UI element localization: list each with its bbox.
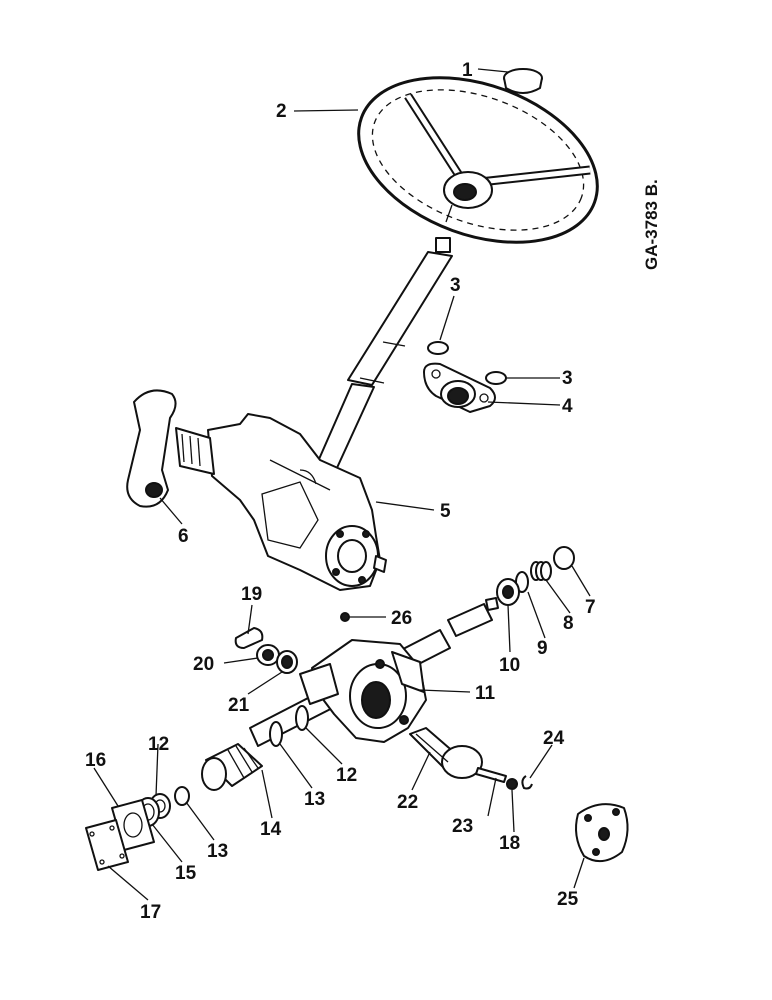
part-lock-tab bbox=[234, 627, 264, 649]
callout-8: 8 bbox=[563, 613, 574, 634]
drawing-code: GA-3783 B. bbox=[642, 179, 661, 270]
part-pitman-arm bbox=[126, 389, 177, 508]
callout-26: 26 bbox=[391, 608, 412, 629]
callout-18: 18 bbox=[499, 833, 520, 854]
part-column-bracket bbox=[423, 341, 507, 413]
callout-21: 21 bbox=[228, 695, 250, 716]
part-bearing-balls-upper bbox=[269, 721, 283, 747]
callout-12-right: 12 bbox=[336, 765, 357, 786]
part-locknut bbox=[506, 778, 518, 790]
callout-24: 24 bbox=[543, 728, 565, 749]
part-spring bbox=[530, 561, 552, 581]
part-steering-gear-box bbox=[175, 413, 387, 591]
part-end-cover bbox=[85, 819, 129, 871]
part-side-cover bbox=[575, 803, 629, 863]
callout-20: 20 bbox=[193, 654, 214, 675]
part-steering-column bbox=[315, 237, 453, 471]
callout-23: 23 bbox=[452, 816, 473, 837]
callout-labels: 1 2 3 3 4 5 6 7 8 9 10 11 12 12 13 13 14… bbox=[85, 60, 596, 923]
callout-12-left: 12 bbox=[148, 734, 169, 755]
part-retaining-ring bbox=[521, 775, 533, 790]
leader-lines bbox=[93, 68, 591, 901]
callout-15: 15 bbox=[175, 863, 197, 884]
callout-13-left: 13 bbox=[207, 841, 228, 862]
callout-7: 7 bbox=[585, 597, 596, 618]
callout-1: 1 bbox=[462, 60, 473, 81]
callout-14: 14 bbox=[260, 819, 282, 840]
part-bearing-race-upper bbox=[295, 705, 309, 731]
callout-6: 6 bbox=[178, 526, 189, 547]
callout-13-right: 13 bbox=[304, 789, 325, 810]
part-worm-gear bbox=[201, 743, 263, 791]
part-adjusting-screw bbox=[475, 767, 507, 783]
callout-17: 17 bbox=[140, 902, 161, 923]
callout-3-upper: 3 bbox=[450, 275, 461, 296]
part-gear-housing bbox=[299, 639, 427, 743]
callout-19: 19 bbox=[241, 584, 262, 605]
part-steering-wheel bbox=[357, 76, 599, 244]
callout-25: 25 bbox=[557, 889, 579, 910]
part-adjusting-nut bbox=[553, 546, 575, 570]
callout-9: 9 bbox=[537, 638, 548, 659]
callout-11: 11 bbox=[475, 683, 496, 704]
callout-22: 22 bbox=[397, 792, 418, 813]
part-bearing-balls-lower bbox=[174, 786, 190, 806]
callout-10: 10 bbox=[499, 655, 520, 676]
part-seal bbox=[276, 650, 298, 674]
part-sector-shaft bbox=[409, 727, 483, 779]
callout-16: 16 bbox=[85, 750, 106, 771]
callout-5: 5 bbox=[440, 501, 451, 522]
callout-3-right: 3 bbox=[562, 368, 573, 389]
callout-4: 4 bbox=[562, 396, 573, 417]
part-hub-cap bbox=[503, 68, 543, 94]
part-plug bbox=[340, 612, 350, 622]
callout-2: 2 bbox=[276, 101, 287, 122]
part-sleeve bbox=[496, 578, 520, 606]
part-adjuster-nut bbox=[256, 644, 280, 666]
